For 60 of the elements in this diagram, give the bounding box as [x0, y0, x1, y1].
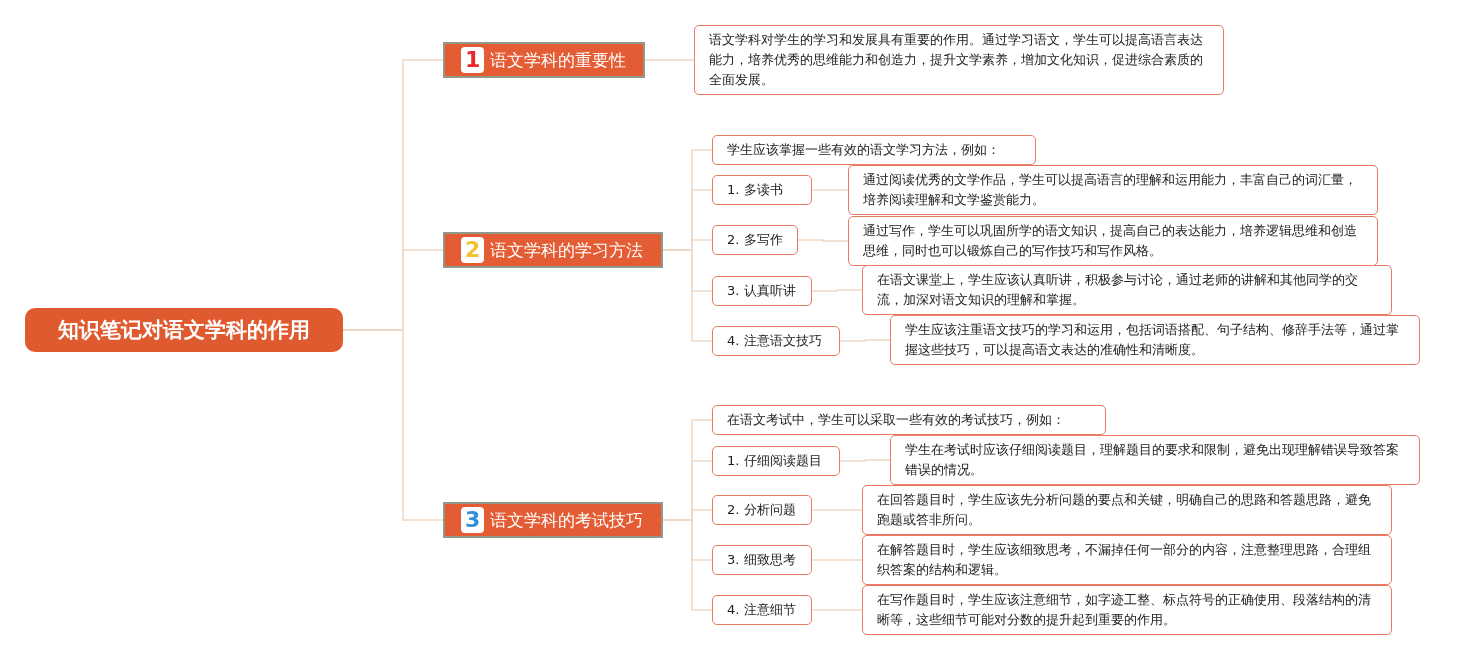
number-label: 1: [461, 47, 485, 73]
connector-line: [662, 519, 713, 611]
topic-text: 语文学科的考试技巧: [490, 508, 644, 532]
topic-box: [443, 502, 663, 538]
connector-line: [644, 59, 695, 61]
note-box: [862, 265, 1392, 315]
number-label: 3: [461, 507, 485, 533]
note-text: 在回答题目时，学生应该先分析问题的要点和关键，明确自己的思路和答题思路，避免跑题或答非所问。: [877, 491, 1372, 529]
connector-line: [811, 559, 863, 561]
connector-line: [811, 289, 863, 292]
note-box: [712, 276, 812, 306]
note-text: 通过写作，学生可以巩固所学的语文知识，提高自己的表达能力，培养逻辑思维和创造思维，同时也可以锻炼自己的写作技巧和写作风格。: [863, 222, 1358, 260]
note-text: 2. 分析问题: [727, 501, 796, 519]
topic-text: 语文学科的重要性: [490, 48, 627, 72]
connector-line: [811, 189, 849, 191]
note-box: [694, 25, 1224, 95]
note-box: [848, 165, 1378, 215]
note-box: [712, 135, 1036, 165]
connector-line: [342, 329, 444, 521]
note-text: 语文学科对学生的学习和发展具有重要的作用。通过学习语文，学生可以提高语言表达能力，培养优秀的思维能力和创造力，提升文学素养，增加文化知识，促进综合素质的全面发展。: [709, 31, 1204, 89]
topic-box: [443, 232, 663, 268]
central-topic-box: [25, 308, 343, 352]
connector-line: [811, 509, 863, 511]
note-box: [712, 225, 798, 255]
connector-line: [839, 339, 891, 342]
central-topic-text: 知识笔记对语文学科的作用: [58, 317, 310, 344]
note-text: 2. 多写作: [727, 231, 783, 249]
note-box: [890, 315, 1420, 365]
connector-line: [797, 239, 849, 242]
topic-box: [443, 42, 645, 78]
note-box: [862, 485, 1392, 535]
note-box: [890, 435, 1420, 485]
note-box: [712, 326, 840, 356]
note-text: 3. 细致思考: [727, 551, 796, 569]
note-text: 4. 注意语文技巧: [727, 332, 822, 350]
note-text: 在语文考试中，学生可以采取一些有效的考试技巧，例如：: [727, 411, 1065, 429]
note-text: 4. 注意细节: [727, 601, 796, 619]
note-text: 学生在考试时应该仔细阅读题目，理解题目的要求和限制，避免出现理解错误导致答案错误的情况。: [905, 441, 1400, 479]
note-text: 3. 认真听讲: [727, 282, 796, 300]
note-text: 在写作题目时，学生应该注意细节，如字迹工整、标点符号的正确使用、段落结构的清晰等，这些细节可能对分数的提升起到重要的作用。: [877, 591, 1372, 629]
note-text: 在语文课堂上，学生应该认真听讲，积极参与讨论，通过老师的讲解和其他同学的交流，加深对语文知识的理解和掌握。: [877, 271, 1359, 309]
note-box: [848, 216, 1378, 266]
connector-line: [839, 459, 891, 462]
note-text: 在解答题目时，学生应该细致思考，不漏掉任何一部分的内容，注意整理思路，合理组织答案的结构和逻辑。: [877, 541, 1372, 579]
note-box: [712, 545, 812, 575]
note-box: [712, 405, 1106, 435]
note-box: [862, 535, 1392, 585]
note-text: 学生应该注重语文技巧的学习和运用，包括词语搭配、句子结构、修辞手法等，通过掌握这些技巧，可以提高语文表达的准确性和清晰度。: [905, 321, 1400, 359]
connector-line: [811, 609, 863, 611]
topic-text: 语文学科的学习方法: [490, 238, 644, 262]
note-box: [712, 595, 812, 625]
number-label: 2: [461, 237, 485, 263]
note-text: 通过阅读优秀的文学作品，学生可以提高语言的理解和运用能力，丰富自己的词汇量，培养阅读理解和文学鉴赏能力。: [863, 171, 1358, 209]
note-box: [712, 446, 840, 476]
note-box: [862, 585, 1392, 635]
note-box: [712, 495, 812, 525]
note-box: [712, 175, 812, 205]
note-text: 1. 多读书: [727, 181, 783, 199]
note-text: 学生应该掌握一些有效的语文学习方法，例如：: [727, 141, 1000, 159]
note-text: 1. 仔细阅读题目: [727, 452, 822, 470]
